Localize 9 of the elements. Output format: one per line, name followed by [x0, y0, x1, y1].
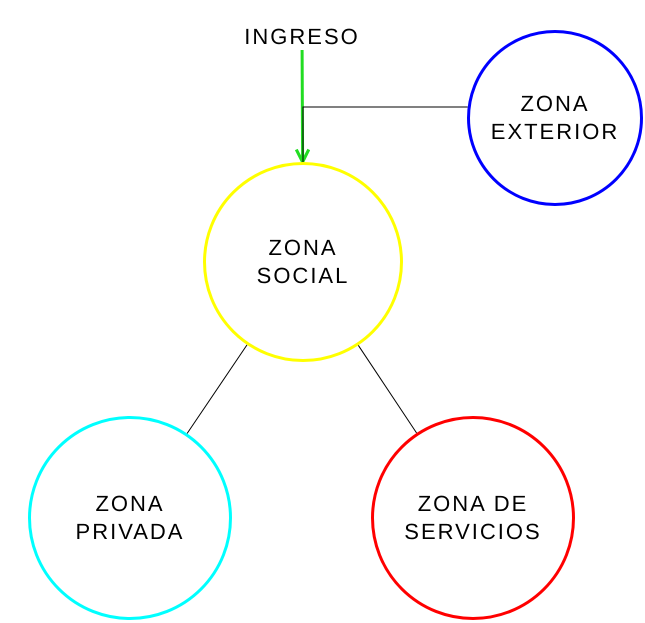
zone-label: ZONA PRIVADA — [74, 490, 186, 546]
entry-label: INGRESO — [237, 24, 367, 50]
connector-line — [302, 106, 468, 162]
zone-label: ZONA EXTERIOR — [490, 90, 620, 146]
zone-label: ZONA SOCIAL — [256, 234, 350, 290]
zone-label: ZONA DE SERVICIOS — [403, 490, 543, 546]
arrow — [294, 50, 310, 164]
connector-line — [186, 344, 248, 434]
connector-line — [358, 344, 418, 434]
